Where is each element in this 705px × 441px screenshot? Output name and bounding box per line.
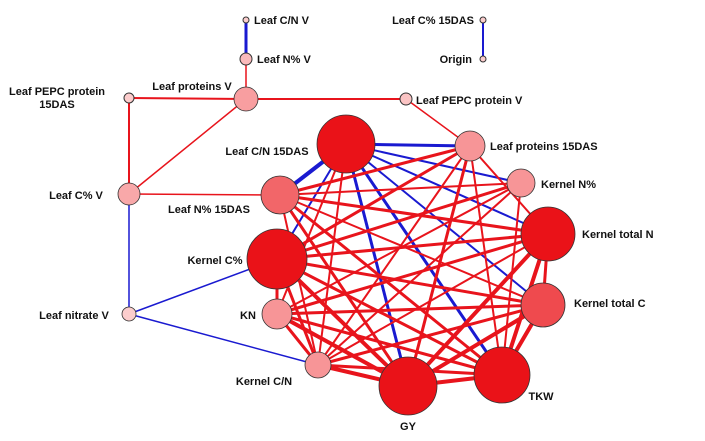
label-kernel_n: Kernel N% <box>541 179 596 191</box>
node-leaf_c15[interactable] <box>479 16 487 24</box>
label-leaf_prot15: Leaf proteins 15DAS <box>490 141 598 153</box>
node-leaf_pepc15[interactable] <box>123 92 135 104</box>
label-kn: KN <box>240 310 256 322</box>
edge-kernel_c-kernel_totc <box>275 257 545 307</box>
label-leaf_cn15: Leaf C/N 15DAS <box>225 146 308 158</box>
edge-kernel_totn-gy <box>406 232 550 388</box>
node-gy[interactable] <box>378 356 438 416</box>
node-kernel_c[interactable] <box>246 228 308 290</box>
edge-leaf_n15-kernel_totc <box>279 194 544 306</box>
node-kn[interactable] <box>261 298 293 330</box>
label-leaf_c_v: Leaf C% V <box>49 190 103 202</box>
edge-kernel_n-tkw <box>501 182 522 376</box>
node-leaf_prot_v[interactable] <box>233 86 259 112</box>
edge-kernel_totc-kn <box>275 303 545 316</box>
edge-leaf_prot15-kernel_c <box>275 144 472 261</box>
edge-kernel_totn-kernel_cn <box>317 233 549 366</box>
edge-leaf_n15-tkw <box>278 193 504 377</box>
label-leaf_c15: Leaf C% 15DAS <box>392 15 474 27</box>
label-leaf_cn_v: Leaf C/N V <box>254 15 310 27</box>
edge-leaf_prot15-kernel_cn <box>317 145 471 366</box>
label-leaf_n_v: Leaf N% V <box>257 54 311 66</box>
node-kernel_n[interactable] <box>506 168 536 198</box>
label-leaf_prot_v: Leaf proteins V <box>152 81 232 93</box>
nodes-layer <box>117 16 576 416</box>
node-leaf_prot15[interactable] <box>454 130 486 162</box>
node-leaf_pepc_v[interactable] <box>399 92 413 106</box>
node-origin[interactable] <box>479 55 487 63</box>
edge-kernel_c-tkw <box>275 257 504 377</box>
node-kernel_cn[interactable] <box>304 351 332 379</box>
node-leaf_n_v[interactable] <box>239 52 253 66</box>
edge-kn-tkw <box>275 312 504 377</box>
edge-leaf_n15-kernel_totn <box>278 193 550 236</box>
edge-leaf_n15-leaf_prot15 <box>278 144 472 197</box>
label-leaf_n15: Leaf N% 15DAS <box>168 204 250 216</box>
label-kernel_totn: Kernel total N <box>582 229 654 241</box>
node-leaf_c_v[interactable] <box>117 182 141 206</box>
label-leaf_pepc_v: Leaf PEPC protein V <box>416 95 523 107</box>
edge-leaf_pepc15-leaf_prot_v <box>128 97 247 100</box>
edge-leaf_n15-kernel_n <box>279 182 522 196</box>
labels-layer: Leaf C/N V Leaf N% V Leaf C% 15DAS OriginLe… <box>9 15 654 433</box>
node-leaf_n15[interactable] <box>260 175 300 215</box>
node-leaf_cn_v[interactable] <box>242 16 250 24</box>
label-leaf_nitrate_v: Leaf nitrate V <box>39 310 109 322</box>
edge-leaf_cn15-kernel_n <box>345 143 522 184</box>
node-leaf_nitrate_v[interactable] <box>121 306 137 322</box>
label-kernel_c: Kernel C% <box>187 255 242 267</box>
node-leaf_cn15[interactable] <box>316 114 376 174</box>
label-gy: GY <box>400 421 417 433</box>
edge-leaf_cn15-kernel_totn <box>345 143 549 235</box>
label-kernel_totc: Kernel total C <box>574 298 646 310</box>
label-kernel_cn: Kernel C/N <box>236 376 292 388</box>
edge-leaf_prot_v-leaf_c_v <box>128 98 247 195</box>
edge-leaf_nitrate_v-kernel_cn <box>128 313 319 366</box>
edge-kernel_c-gy <box>275 257 410 388</box>
label-origin: Origin <box>440 54 473 66</box>
edge-leaf_prot15-tkw <box>469 145 503 376</box>
edge-leaf_c_v-leaf_n15 <box>128 193 281 196</box>
node-kernel_totn[interactable] <box>520 206 576 262</box>
edges-layer <box>128 18 550 388</box>
node-tkw[interactable] <box>473 346 531 404</box>
node-kernel_totc[interactable] <box>520 282 566 328</box>
edge-kernel_n-kernel_c <box>275 181 523 261</box>
label-tkw: TKW <box>528 391 554 403</box>
edge-kernel_totn-kernel_c <box>275 232 550 261</box>
edge-leaf_cn15-tkw <box>344 142 504 377</box>
edge-leaf_n15-gy <box>278 193 410 388</box>
